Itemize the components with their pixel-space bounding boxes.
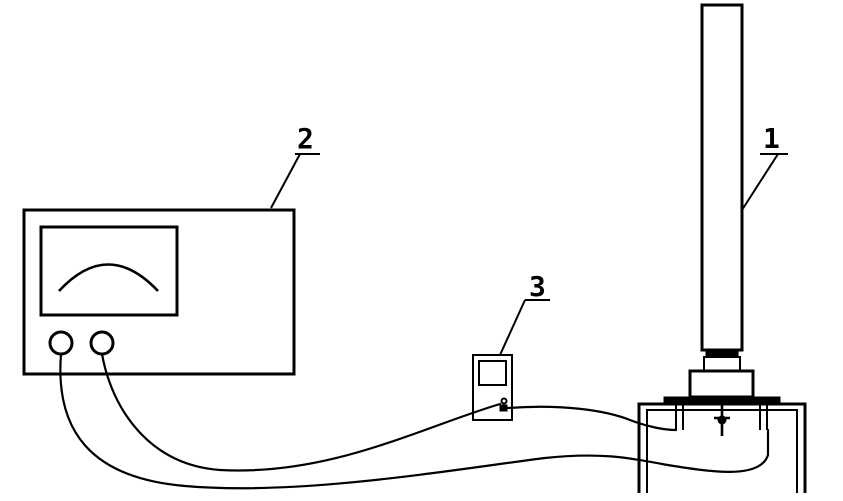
leader-line-handheld-unit bbox=[499, 299, 526, 356]
callout-oscilloscope: 2 bbox=[295, 122, 320, 155]
oscilloscope-input-knob-right bbox=[89, 330, 115, 356]
handheld-unit-plug bbox=[499, 404, 508, 412]
wire-left-knob-to-stand bbox=[59, 352, 770, 490]
wire-right-knob-to-handheld bbox=[100, 352, 502, 472]
handheld-unit-port bbox=[500, 397, 508, 405]
wires bbox=[59, 352, 770, 490]
stand-left-clamp bbox=[675, 404, 684, 430]
callout-column-number: 1 bbox=[763, 122, 780, 155]
oscilloscope-input-knob-left bbox=[48, 330, 74, 356]
callout-oscilloscope-number: 2 bbox=[297, 122, 314, 155]
column-coupling-top bbox=[705, 349, 739, 358]
column-base-block bbox=[688, 369, 755, 399]
handheld-unit-display bbox=[478, 360, 507, 386]
oscilloscope-body bbox=[22, 208, 296, 376]
stand-valve-knob bbox=[717, 415, 727, 425]
leader-lines bbox=[270, 153, 779, 356]
handheld-unit bbox=[472, 354, 513, 421]
callout-handheld-unit: 3 bbox=[525, 270, 550, 303]
column-coupling bbox=[703, 356, 741, 372]
callout-column: 1 bbox=[760, 122, 788, 155]
column-assembly bbox=[637, 3, 807, 493]
leader-line-oscilloscope bbox=[270, 153, 301, 209]
stand-right-clamp bbox=[759, 404, 768, 430]
leader-line-column bbox=[741, 153, 779, 211]
oscilloscope-screen bbox=[39, 225, 179, 317]
column-tube bbox=[700, 3, 744, 352]
wire-handheld-to-stand bbox=[506, 405, 678, 432]
oscilloscope bbox=[22, 208, 296, 376]
handheld-unit-body bbox=[472, 354, 513, 421]
oscilloscope-trace bbox=[58, 263, 159, 292]
callout-handheld-unit-number: 3 bbox=[529, 270, 546, 303]
